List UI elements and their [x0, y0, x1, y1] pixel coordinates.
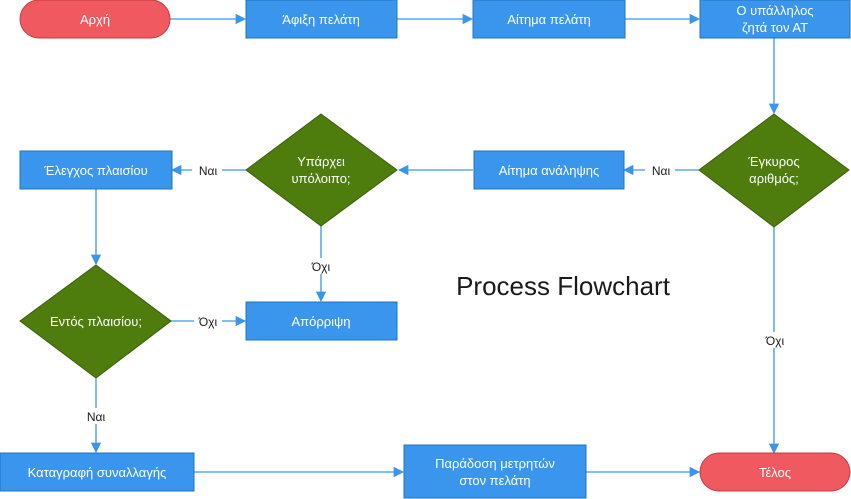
decision-within-limit-label: Εντός πλαισίου;	[50, 314, 142, 329]
process-record-transaction: Καταγραφή συναλλαγής	[0, 452, 195, 492]
process-rejection-label: Απόρριψη	[291, 314, 350, 329]
decision-valid-number: Έγκυρος αριθμός;	[698, 113, 850, 228]
decision-within-limit: Εντός πλαισίου;	[19, 264, 172, 379]
diagram-title: Process Flowchart	[456, 271, 671, 301]
label-limit-no: Όχι	[198, 315, 218, 329]
label-valid-yes: Ναι	[652, 164, 671, 178]
decision-valid-number-line1: Έγκυρος	[747, 154, 799, 169]
process-customer-arrival: Άφιξη πελάτη	[245, 0, 398, 39]
process-cash-delivery-line1: Παράδοση μετρητών	[435, 456, 555, 471]
process-employee-asks-line1: Ο υπάλληλος	[736, 3, 813, 18]
label-limit-yes: Ναι	[87, 410, 106, 424]
terminal-end: Τέλος	[699, 452, 851, 492]
process-withdrawal-request-label: Αίτημα ανάληψης	[499, 163, 600, 178]
process-cash-delivery-line2: στον πελάτη	[459, 473, 530, 488]
process-limit-check: Έλεγχος πλαισίου	[19, 150, 173, 190]
label-balance-yes: Ναι	[199, 164, 218, 178]
connectors	[90, 13, 780, 478]
label-valid-no: Όχι	[765, 334, 785, 348]
process-cash-delivery: Παράδοση μετρητών στον πελάτη	[403, 444, 587, 499]
terminal-end-label: Τέλος	[759, 465, 791, 480]
process-employee-asks-line2: ζητά τον ΑΤ	[742, 20, 808, 35]
decision-balance-exists-line2: υπόλοιπο;	[291, 171, 350, 186]
decision-valid-number-line2: αριθμός;	[749, 171, 799, 186]
decision-balance-exists-line1: Υπάρχει	[297, 154, 345, 169]
process-withdrawal-request: Αίτημα ανάληψης	[473, 150, 625, 190]
process-customer-request-label: Αίτημα πελάτη	[507, 12, 591, 27]
process-record-transaction-label: Καταγραφή συναλλαγής	[28, 465, 167, 480]
terminal-start: Αρχή	[19, 0, 171, 39]
process-employee-asks: Ο υπάλληλος ζητά τον ΑΤ	[699, 0, 851, 39]
terminal-start-label: Αρχή	[80, 12, 110, 27]
decision-balance-exists: Υπάρχει υπόλοιπο;	[245, 113, 398, 227]
process-limit-check-label: Έλεγχος πλαισίου	[43, 163, 148, 178]
edge-labels: Ναι Όχι Ναι Όχι Όχι Ναι	[81, 162, 790, 424]
process-customer-request: Αίτημα πελάτη	[472, 0, 626, 39]
process-customer-arrival-label: Άφιξη πελάτη	[282, 12, 360, 27]
label-balance-no: Όχι	[311, 260, 331, 274]
process-rejection: Απόρριψη	[245, 301, 398, 341]
